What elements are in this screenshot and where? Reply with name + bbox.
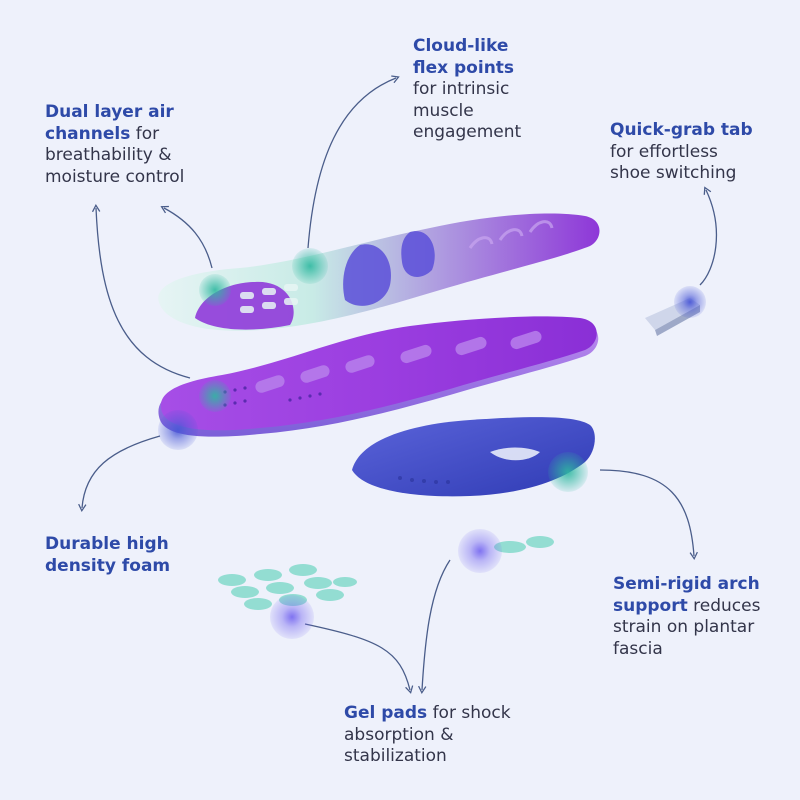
connector-quick-grab: [699, 186, 718, 286]
label-air-channels-title-1: Dual layer air: [45, 102, 174, 122]
label-flex-points-text-3: engagement: [413, 122, 522, 142]
marker-arch: [548, 452, 588, 492]
label-air-channels-text-1: for: [130, 123, 160, 144]
label-gel-text-1: for shock: [427, 703, 511, 723]
label-arch-title-1: Semi-rigid arch: [613, 574, 760, 594]
label-flex-points: Cloud-like flex points for intrinsic mus…: [413, 36, 573, 144]
label-flex-points-text-2: muscle: [413, 100, 474, 121]
top-cover-insole: [158, 213, 600, 331]
marker-air-channels-mid: [199, 380, 231, 412]
marker-gel-left: [270, 595, 314, 639]
marker-flex-points: [292, 248, 328, 284]
label-arch-text-2: strain on plantar: [613, 617, 755, 637]
label-flex-points-title-1: Cloud-like: [413, 36, 509, 56]
connector-flex-points: [307, 75, 400, 249]
foam-insole: [158, 316, 599, 437]
label-flex-points-text-1: for intrinsic: [413, 79, 510, 99]
label-air-channels-text-3: moisture control: [45, 166, 185, 187]
label-arch-text-3: fascia: [613, 638, 663, 659]
connector-air-channels: [160, 205, 213, 269]
label-gel-pads: Gel pads for shock absorption & stabiliz…: [344, 703, 544, 768]
connector-gel-right: [418, 559, 451, 695]
label-air-channels-text-2: breathability &: [45, 145, 172, 165]
marker-dots: [158, 248, 706, 639]
label-arch-support: Semi-rigid arch support reduces strain o…: [613, 574, 783, 660]
label-gel-title: Gel pads: [344, 703, 428, 723]
label-quick-grab-text-1: for effortless: [610, 141, 718, 162]
label-arch-text-1: reduces: [687, 595, 761, 616]
marker-foam: [158, 410, 198, 450]
label-foam-title-1: Durable high: [45, 534, 169, 554]
label-air-channels-title-2: channels: [45, 123, 131, 144]
arch-support: [352, 417, 595, 497]
connector-arch: [599, 469, 698, 561]
gel-pad-pair: [494, 536, 554, 553]
label-flex-points-title-2: flex points: [413, 57, 515, 78]
marker-air-channels: [199, 274, 231, 306]
label-gel-text-3: stabilization: [344, 746, 447, 766]
connector-lines: [78, 75, 718, 695]
label-foam-title-2: density foam: [45, 555, 171, 576]
label-quick-grab-title: Quick-grab tab: [610, 120, 753, 140]
marker-gel-right: [458, 529, 502, 573]
marker-quick-grab: [674, 286, 706, 318]
connector-foam: [78, 435, 161, 513]
label-foam: Durable high density foam: [45, 534, 205, 577]
label-quick-grab-tab: Quick-grab tab for effortless shoe switc…: [610, 120, 780, 185]
label-gel-text-2: absorption &: [344, 724, 454, 745]
label-arch-title-2: support: [613, 595, 688, 616]
connector-gel-left: [304, 623, 414, 694]
label-air-channels: Dual layer air channels for breathabilit…: [45, 102, 245, 188]
label-quick-grab-text-2: shoe switching: [610, 163, 737, 183]
connector-air-channels-foam: [91, 203, 191, 379]
